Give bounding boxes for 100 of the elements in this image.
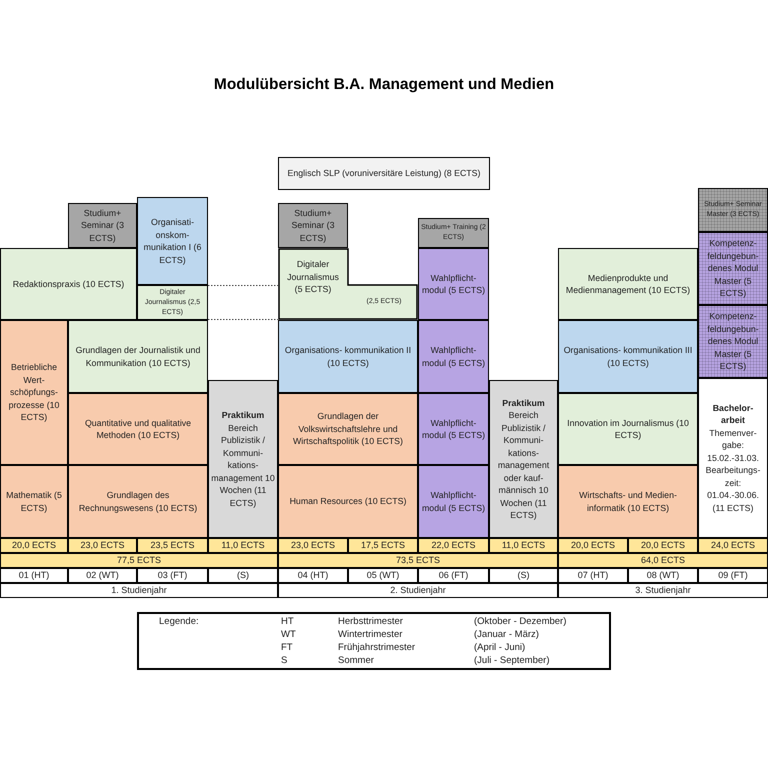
cell-text: 01 (HT) bbox=[18, 570, 50, 581]
module-heading: Bachelor- arbeit bbox=[712, 402, 754, 427]
table-cell bbox=[137, 538, 208, 553]
legend-entry-text: WT bbox=[281, 629, 296, 642]
cell-text: 07 (HT) bbox=[578, 570, 608, 581]
module-name: Grundlagen der Journalistik und Kommunikation (10 ECTS) bbox=[74, 344, 202, 369]
module-name: Grundlagen des Rechnungswesens (10 ECTS) bbox=[78, 489, 198, 514]
table-cell bbox=[278, 568, 348, 583]
table-cell bbox=[628, 568, 698, 583]
module-name: Grundlagen der Volkswirtschaftslehre und Wirtschaftspolitik (10 ECTS) bbox=[292, 410, 404, 448]
module-box bbox=[0, 320, 68, 465]
legend-entry-text: FT bbox=[281, 642, 293, 654]
cell-text: 3. Studienjahr bbox=[635, 585, 691, 596]
module-box bbox=[558, 320, 698, 393]
table-cell bbox=[558, 538, 628, 553]
module-box bbox=[137, 285, 208, 320]
module-name: Digitaler Journalismus (5 ECTS) bbox=[286, 258, 340, 296]
table-cell bbox=[0, 538, 68, 553]
module-name: Wahlpflicht- modul (5 ECTS) bbox=[421, 416, 486, 442]
module-box bbox=[558, 248, 698, 320]
cell-text: 20,0 ECTS bbox=[12, 540, 56, 551]
module-box bbox=[0, 465, 68, 538]
legend-entry-text: Sommer bbox=[338, 655, 374, 668]
cell-text: 06 (FT) bbox=[438, 570, 468, 581]
module-name: Wahlpflicht- modul (5 ECTS) bbox=[421, 344, 486, 369]
cell-text: 03 (FT) bbox=[158, 570, 188, 581]
table-cell bbox=[698, 568, 768, 583]
module-box bbox=[137, 197, 208, 285]
module-name: Wahlpflicht- modul (5 ECTS) bbox=[421, 272, 486, 296]
cell-text: 73,5 ECTS bbox=[396, 555, 440, 566]
module-box bbox=[278, 465, 418, 538]
cell-text: 02 (WT) bbox=[86, 570, 119, 581]
module-name: Mathematik (5 ECTS) bbox=[5, 489, 63, 514]
module-name: Kompetenz- feldungebun- denes Modul Master (5 ECTS) bbox=[706, 310, 760, 373]
legend-entry-text: (Januar - März) bbox=[474, 629, 539, 642]
cell-text: 22,0 ECTS bbox=[431, 540, 476, 551]
dotted-connector-line bbox=[208, 285, 278, 286]
legend-entry-text: S bbox=[281, 655, 288, 668]
table-cell bbox=[558, 583, 768, 598]
module-name: Wahlpflicht- modul (5 ECTS) bbox=[421, 489, 486, 514]
module-name: Betriebliche Wert- schöpfungs- prozesse (10 ECTS) bbox=[8, 361, 60, 424]
cell-text: 77,5 ECTS bbox=[116, 555, 162, 566]
module-name: Bereich Publizistik / Kommuni- kations- management 10 Wochen (11 ECTS) bbox=[211, 422, 275, 509]
cell-text: 24,0 ECTS bbox=[710, 540, 756, 551]
module-name: Bereich Publizistik / Kommuni- kations- management oder kauf- männisch 10 Wochen (11 ECTS) bbox=[496, 409, 550, 522]
table-cell bbox=[489, 568, 558, 583]
module-name: Organisati- onskom- munikation I (6 ECTS) bbox=[142, 216, 202, 266]
cell-text: 20,0 ECTS bbox=[570, 540, 616, 551]
module-box bbox=[418, 465, 489, 538]
table-cell bbox=[68, 568, 137, 583]
cell-text: 04 (HT) bbox=[298, 570, 328, 581]
legend-entry-text: (Juli - September) bbox=[474, 655, 550, 668]
cell-text: 08 (WT) bbox=[646, 570, 680, 581]
module-box bbox=[489, 380, 558, 538]
legend-entry-text: (Oktober - Dezember) bbox=[474, 616, 566, 628]
dotted-connector-line bbox=[208, 319, 278, 320]
table-cell bbox=[0, 583, 278, 598]
cell-text: 23,5 ECTS bbox=[150, 540, 195, 551]
module-box bbox=[698, 378, 768, 538]
module-name: Organisations- kommunikation III (10 ECTS) bbox=[562, 344, 694, 369]
legend-box bbox=[137, 612, 611, 670]
module-box bbox=[68, 465, 208, 538]
module-box bbox=[698, 232, 768, 305]
module-name: Themenver- gabe: 15.02.-31.03. Bearbeitungs- zeit: 01.04.-30.06. (11 ECTS) bbox=[704, 426, 762, 514]
table-cell bbox=[278, 538, 348, 553]
legend-heading: Legende: bbox=[159, 616, 199, 628]
table-cell bbox=[489, 538, 558, 553]
module-name: Kompetenz- feldungebun- denes Modul Master (5 ECTS) bbox=[706, 237, 760, 300]
module-name: Redaktionspraxis (10 ECTS) bbox=[12, 278, 124, 290]
module-box bbox=[418, 320, 489, 393]
module-name: Wirtschafts- und Medien- informatik (10 ECTS) bbox=[578, 489, 678, 514]
module-box bbox=[278, 248, 418, 320]
module-box bbox=[558, 465, 698, 538]
module-name: Quantitative und qualitative Methoden (10 ECTS) bbox=[84, 416, 192, 442]
table-cell bbox=[348, 538, 418, 553]
table-cell bbox=[698, 538, 768, 553]
cell-text: 23,0 ECTS bbox=[290, 540, 336, 551]
module-box bbox=[278, 393, 418, 465]
legend-entry-text: Frühjahrstrimester bbox=[338, 642, 416, 654]
module-box bbox=[418, 218, 489, 248]
cell-text: 05 (WT) bbox=[366, 570, 400, 581]
legend-entry-text: (April - Juni) bbox=[474, 642, 526, 654]
module-box bbox=[0, 248, 137, 320]
cell-text: 2. Studienjahr bbox=[390, 585, 446, 596]
module-name: Organisations- kommunikation II (10 ECTS) bbox=[284, 344, 412, 369]
legend-entry-text: Herbsttrimester bbox=[338, 616, 403, 628]
cell-text: 11,0 ECTS bbox=[221, 540, 265, 551]
module-box bbox=[68, 393, 208, 465]
cell-text: 20,0 ECTS bbox=[640, 540, 686, 551]
module-box bbox=[698, 188, 768, 232]
module-box bbox=[68, 320, 208, 393]
module-box bbox=[208, 380, 278, 538]
cell-text: 64,0 ECTS bbox=[640, 555, 686, 566]
table-cell bbox=[68, 538, 137, 553]
cell-text: 11,0 ECTS bbox=[502, 540, 546, 551]
module-name: Studium+ Seminar (3 ECTS) bbox=[80, 206, 126, 244]
cell-text: 09 (FT) bbox=[718, 570, 748, 581]
module-box bbox=[698, 305, 768, 378]
module-name: Studium+ Seminar (3 ECTS) bbox=[290, 206, 336, 244]
module-name: Innovation im Journalismus (10 ECTS) bbox=[566, 416, 690, 442]
